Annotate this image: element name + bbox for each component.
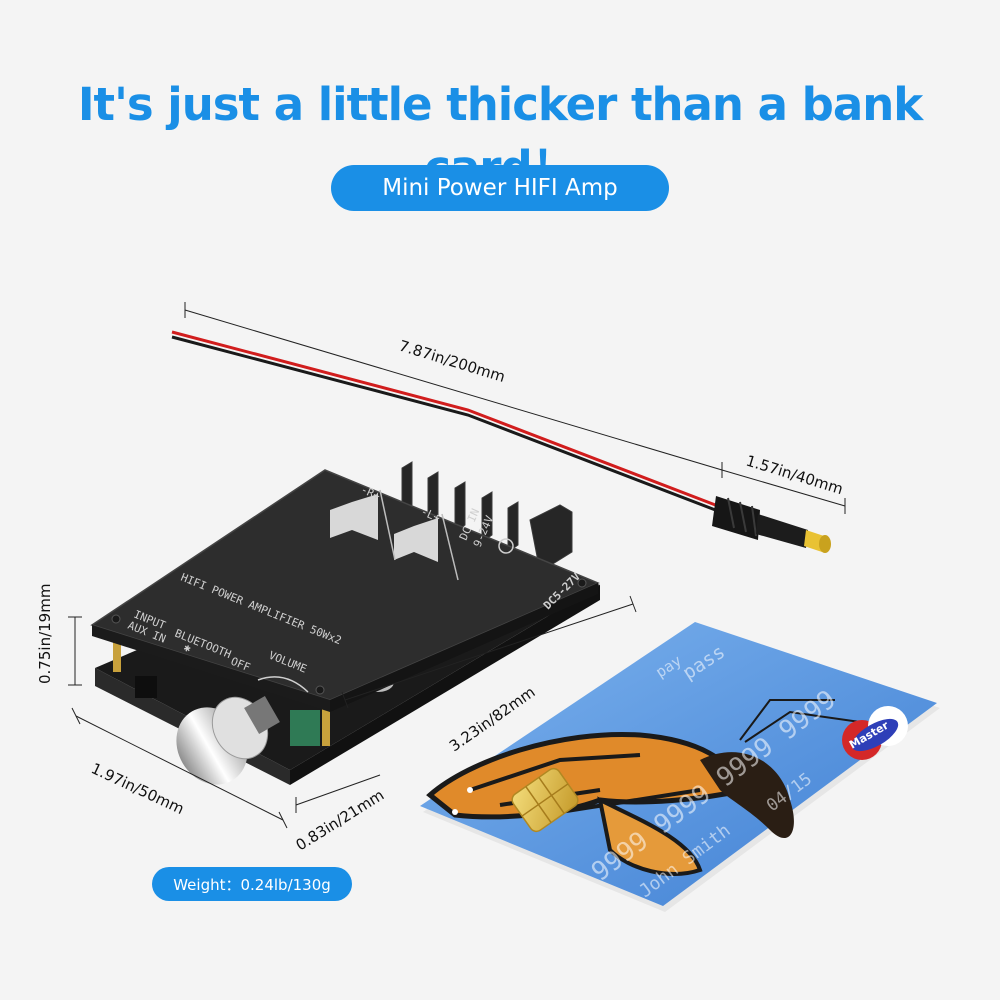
cable-length-label: 7.87in/200mm xyxy=(397,337,507,386)
board-dimension-lines xyxy=(68,595,637,829)
front-height-label: 0.83in/21mm xyxy=(293,786,388,854)
cable-dimension xyxy=(184,302,846,514)
aux-jack xyxy=(135,676,157,698)
volume-knob-icon xyxy=(176,696,280,785)
weight-badge: Weight：0.24lb/130g xyxy=(152,867,352,901)
amplifier-board: -R+ -L+ DC IN 9-24V HIFI POWER AMPLIFIER… xyxy=(90,461,600,785)
volume-arc-icon xyxy=(257,676,309,693)
master-logo: Master xyxy=(842,706,908,760)
height-label: 0.75in/19mm xyxy=(36,584,54,684)
width-label: 1.97in/50mm xyxy=(88,759,187,818)
butterfly-image xyxy=(426,699,861,876)
bank-card: Master pay pass 9999 9999 9999 9999 04/1… xyxy=(420,622,940,912)
dc-plug xyxy=(712,496,831,553)
card-chip xyxy=(511,767,579,833)
dc-polarity-icon xyxy=(498,538,514,554)
subtitle-pill: Mini Power HIFI Amp xyxy=(331,165,669,211)
speaker-icon-left xyxy=(394,518,438,562)
power-cable xyxy=(171,330,831,553)
bluetooth-icon: ✱ xyxy=(182,641,193,656)
speaker-icon-right xyxy=(330,494,378,540)
heatsink xyxy=(401,461,573,573)
